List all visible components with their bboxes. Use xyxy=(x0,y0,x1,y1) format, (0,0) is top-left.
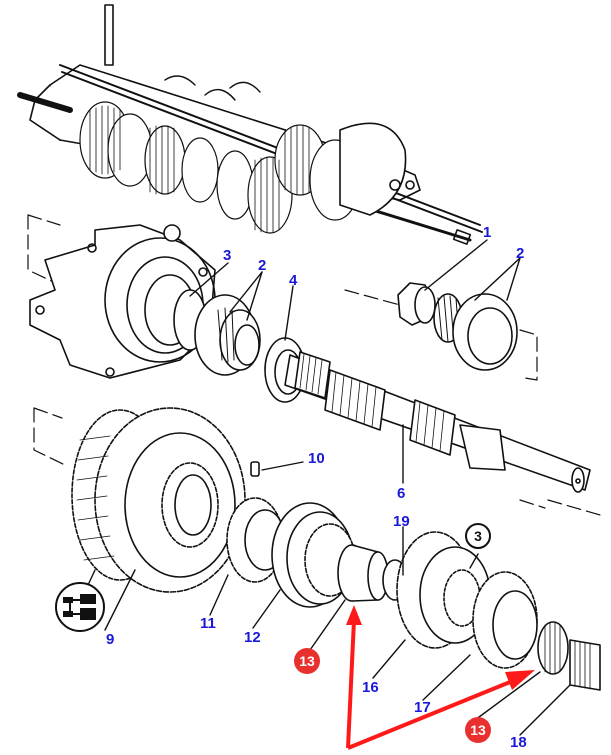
callout-3: 3 xyxy=(223,247,232,264)
gearbox-assembly xyxy=(17,4,483,245)
callout-1: 1 xyxy=(483,224,492,241)
mainshaft xyxy=(284,351,591,493)
gear-large xyxy=(71,407,246,593)
bush-13-left xyxy=(337,544,408,602)
highlight-badge-13-left: 13 xyxy=(294,648,320,674)
gear-17 xyxy=(472,571,538,669)
synchro-hub xyxy=(226,497,286,583)
callout-9: 9 xyxy=(106,631,115,648)
bearing-left xyxy=(173,289,261,376)
highlight-badge-13-right: 13 xyxy=(465,717,491,743)
callout-2-right: 2 xyxy=(516,245,525,262)
callout-12: 12 xyxy=(244,629,261,646)
callout-6: 6 xyxy=(397,485,406,502)
callout-19: 19 xyxy=(393,513,410,530)
callout-2-left: 2 xyxy=(258,257,267,274)
callout-10: 10 xyxy=(308,450,325,467)
assembly-bracket-lines xyxy=(27,214,601,516)
nut-and-bearing-right xyxy=(397,282,518,371)
callout-4: 4 xyxy=(289,272,298,289)
leader-lines xyxy=(81,239,571,736)
gear-range-symbol-icon xyxy=(55,582,105,632)
synchro-sleeve xyxy=(271,502,356,608)
pin xyxy=(250,461,260,477)
callout-17: 17 xyxy=(414,699,431,716)
callout-16: 16 xyxy=(362,679,379,696)
highlight-arrows xyxy=(346,605,535,750)
bearing-housing xyxy=(29,224,216,379)
ring-label-3: 3 xyxy=(465,523,491,549)
callout-18: 18 xyxy=(510,734,527,751)
needle-bearing xyxy=(537,621,601,691)
callout-11: 11 xyxy=(200,615,216,632)
